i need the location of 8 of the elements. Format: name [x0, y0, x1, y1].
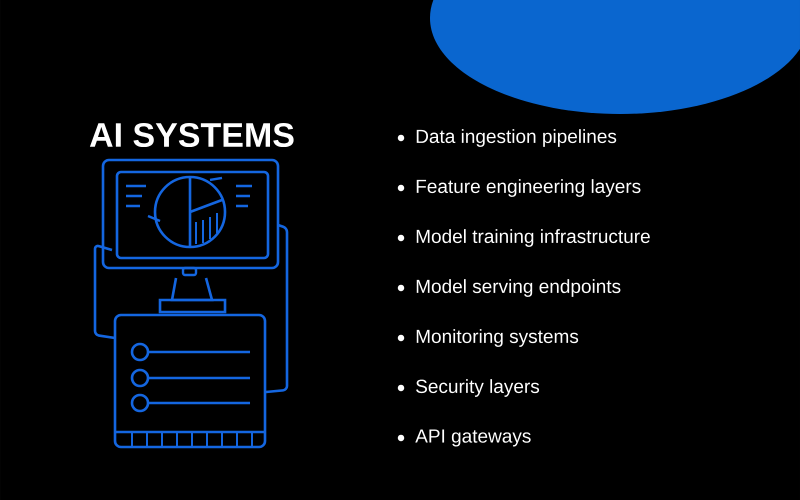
bullet-item: Model training infrastructure — [398, 229, 650, 247]
bullet-item: Model serving endpoints — [398, 279, 620, 297]
bullet-item: Feature engineering layers — [398, 179, 640, 197]
bullet-item: Monitoring systems — [398, 329, 578, 347]
bullet-item: Security layers — [398, 379, 540, 397]
bullet-item: Data ingestion pipelines — [398, 129, 616, 147]
title: AI SYSTEMS — [90, 122, 294, 148]
bullet-item: API gateways — [398, 430, 531, 446]
